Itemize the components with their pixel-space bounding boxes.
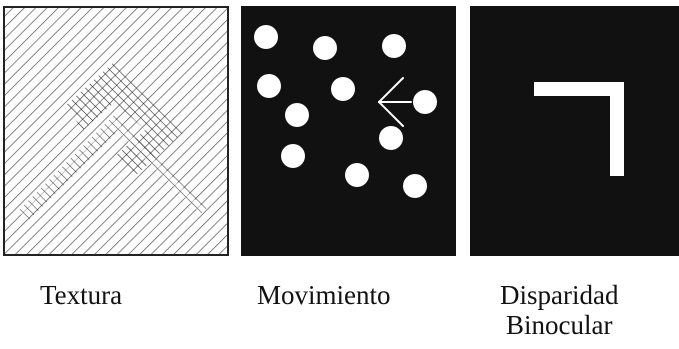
dot [313, 36, 337, 60]
motion-caption: Movimiento [257, 280, 391, 311]
dot [382, 34, 406, 58]
motion-dots [254, 25, 437, 198]
disparity-figure [470, 6, 679, 256]
texture-chevron-figure [65, 61, 185, 176]
dot [345, 163, 369, 187]
dot [285, 103, 309, 127]
caption-line: Binocular [505, 309, 613, 340]
caption-line: Textura [40, 280, 123, 310]
texture-panel [3, 6, 229, 256]
dot [379, 126, 403, 150]
motion-figure [241, 6, 456, 256]
disparity-panel [470, 6, 679, 256]
dot [281, 144, 305, 168]
disparity-caption: Disparidad Binocular [500, 280, 619, 340]
caption-line: Movimiento [257, 280, 391, 310]
motion-panel [241, 6, 456, 256]
caption-line: Disparidad [500, 280, 619, 310]
dot [331, 77, 355, 101]
texture-caption: Textura [40, 280, 123, 311]
dot [413, 90, 437, 114]
dot [257, 74, 281, 98]
left-arrow-icon [378, 77, 412, 127]
texture-figure [3, 6, 229, 256]
corner-shape [534, 82, 624, 176]
dot [403, 174, 427, 198]
dot [254, 25, 278, 49]
